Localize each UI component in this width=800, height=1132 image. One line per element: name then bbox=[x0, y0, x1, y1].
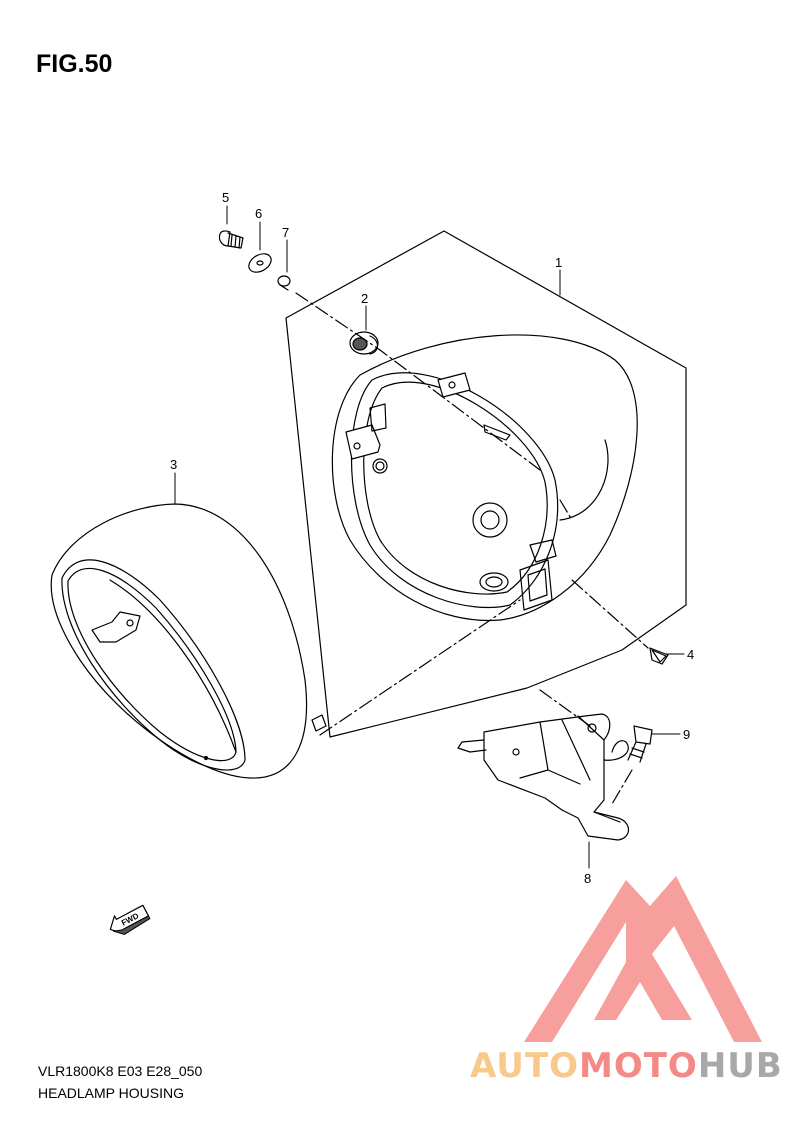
headlamp-rim-part-3 bbox=[50, 503, 327, 779]
diagram-code: VLR1800K8 E03 E28_050 bbox=[38, 1063, 203, 1079]
callout-5: 5 bbox=[222, 190, 229, 205]
collar-part-7 bbox=[277, 275, 291, 291]
headlamp-housing-shell bbox=[331, 334, 638, 622]
fwd-arrow-icon: FWD bbox=[109, 904, 151, 935]
figure-title: FIG.50 bbox=[36, 50, 113, 78]
watermark-moto: MOTO bbox=[578, 1046, 698, 1086]
washer-part-6 bbox=[248, 253, 272, 273]
callout-4: 4 bbox=[687, 647, 694, 662]
alignment-line-upper bbox=[295, 292, 541, 471]
callout-8: 8 bbox=[584, 871, 591, 886]
alignment-line-rim bbox=[319, 599, 521, 736]
alignment-line-screw bbox=[559, 499, 649, 649]
watermark-auto: AUTO bbox=[470, 1046, 579, 1086]
watermark-logo-icon bbox=[524, 876, 762, 1042]
callout-1: 1 bbox=[555, 255, 562, 270]
grommet-part-2 bbox=[349, 331, 379, 355]
leader-lines bbox=[174, 205, 685, 869]
screw-part-4 bbox=[649, 647, 669, 665]
bolt-part-9 bbox=[627, 725, 653, 763]
alignment-line-bolt-9 bbox=[611, 769, 633, 805]
alignment-line-bracket bbox=[539, 689, 591, 727]
assembly-group-outline bbox=[285, 230, 687, 738]
callout-6: 6 bbox=[255, 206, 262, 221]
diagram-name: HEADLAMP HOUSING bbox=[38, 1085, 184, 1101]
callout-3: 3 bbox=[170, 457, 177, 472]
callout-9: 9 bbox=[683, 727, 690, 742]
callout-7: 7 bbox=[282, 225, 289, 240]
bolt-part-5 bbox=[218, 230, 244, 249]
watermark-hub: HUB bbox=[697, 1046, 783, 1086]
callout-2: 2 bbox=[361, 291, 368, 306]
bracket-part-8 bbox=[457, 713, 630, 841]
watermark-text: AUTOMOTOHUB bbox=[470, 1046, 783, 1086]
